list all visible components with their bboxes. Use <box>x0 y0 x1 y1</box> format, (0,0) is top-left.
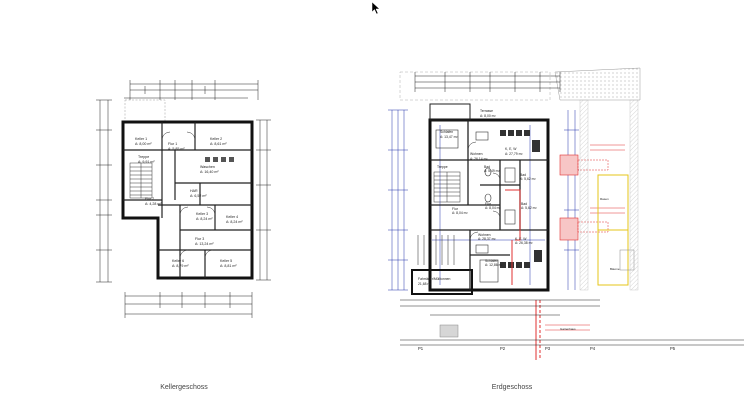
room-label: Flur 3 <box>195 237 204 241</box>
room-label: Keller 5 <box>220 259 232 263</box>
room-area: A: 5,62 m² <box>521 206 538 210</box>
room-area: A: 4,28 m² <box>145 202 162 206</box>
room-area: A: 5,85 m² <box>168 147 185 151</box>
room-label: Keller 3 <box>196 212 208 216</box>
site-annotation: Gartenhaus <box>560 327 576 331</box>
room-area: A: 8,24 m² <box>196 217 213 221</box>
room-area: A: 26,38 m² <box>515 241 533 245</box>
room-area: A: 13,47 m² <box>440 135 458 139</box>
room-label: HAR <box>190 189 198 193</box>
room-area: A: 16,40 m² <box>200 170 219 174</box>
room-label: Schlafen <box>485 259 498 263</box>
basement-plan: Keller 1 A: 8,00 m² Keller 2 A: 8,61 m² … <box>96 80 271 318</box>
room-label: Bad <box>520 173 526 177</box>
room-label: Treppe <box>437 165 448 169</box>
room-label: A: 8,61 m² <box>210 142 227 146</box>
room-area: A: 8,04 m² <box>485 206 502 210</box>
room-label: Terrasse <box>480 109 493 113</box>
room-label: Bad <box>484 165 490 169</box>
room-area: A: 12,86 m² <box>485 263 503 267</box>
room-label: K, E, W <box>515 237 527 241</box>
room-label: Keller 1 <box>135 137 147 141</box>
room-label: Waschen <box>200 165 215 169</box>
room-label: Schlafen <box>440 130 453 134</box>
room-label: Fahrräder/Mülltonnen <box>418 277 451 281</box>
room-label: Bad <box>521 202 527 206</box>
grid-label: P3 <box>545 346 551 351</box>
room-area: A: 8,24 m² <box>226 220 243 224</box>
room-label: Wohnen <box>470 152 483 156</box>
room-label: Treppe <box>138 155 149 159</box>
caption-basement: Kellergeschoss <box>160 384 208 391</box>
room-area: A: 26,14 m² <box>470 157 488 161</box>
caption-ground-floor: Erdgeschoss <box>492 384 533 391</box>
grid-label: P2 <box>500 346 506 351</box>
room-area: A: 8,00 m² <box>135 142 152 146</box>
room-label: Keller 2 <box>210 137 222 141</box>
room-label: Flur <box>452 207 459 211</box>
grid-label: P5 <box>670 346 676 351</box>
room-area: 21,68 m² <box>418 282 432 286</box>
room-area: A: 8,00 m² <box>480 114 497 118</box>
room-area: A: 6,52 m² <box>190 194 207 198</box>
room-label: Flur 2 <box>145 197 154 201</box>
ground-floor-plan: P1 P2 P3 P4 P5 Terrasse A: 8,00 m² Schla… <box>388 67 744 360</box>
mouse-cursor-icon <box>371 1 381 15</box>
room-label: Wohnen <box>478 233 491 237</box>
room-area: A: 27,79 m² <box>505 152 523 156</box>
room-label: K, E, W <box>505 147 517 151</box>
site-annotation: Bäume <box>610 267 620 271</box>
room-area: A: 5,49 m² <box>484 169 501 173</box>
room-label: Flur 1 <box>168 142 177 146</box>
room-area: A: 9,91 m² <box>138 160 155 164</box>
room-label: Keller 6 <box>172 259 184 263</box>
room-label: Keller 4 <box>226 215 238 219</box>
room-label: Flur <box>485 202 492 206</box>
site-annotation: Rasen <box>600 197 609 201</box>
room-area: A: 8,81 m² <box>220 264 237 268</box>
grid-label: P4 <box>590 346 596 351</box>
room-area: A: 8,04 m² <box>452 211 469 215</box>
room-area: A: 5,62 m² <box>520 177 537 181</box>
room-area: A: 8,79 m² <box>172 264 189 268</box>
room-area: A: 13,24 m² <box>195 242 214 246</box>
room-area: A: 28,37 m² <box>478 237 496 241</box>
grid-label: P1 <box>418 346 424 351</box>
